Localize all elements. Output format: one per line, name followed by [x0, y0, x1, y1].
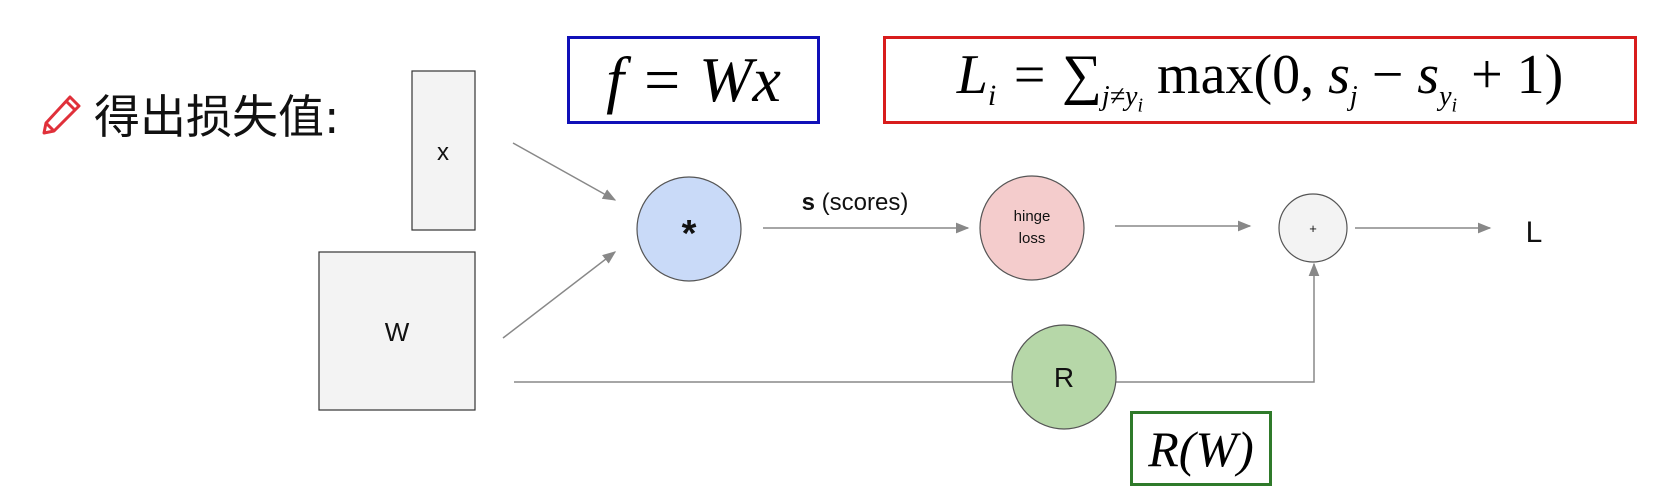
x-label: x [437, 139, 449, 166]
plus-node [1278, 193, 1348, 263]
multiply-label: * [682, 213, 697, 255]
formula-loss-box: Li = ∑j≠yi max(0, sj − syi + 1) [883, 36, 1637, 124]
formula-loss: Li = ∑j≠yi max(0, sj − syi + 1) [956, 43, 1564, 117]
output-L-label: L [1526, 216, 1543, 249]
multiply-node [636, 176, 742, 282]
r-node [1011, 324, 1117, 430]
formula-f-box: f = Wx [567, 36, 820, 124]
edge-w-to-multiply [502, 251, 617, 339]
scores-bold: s [802, 189, 815, 216]
edge-x-to-multiply [512, 142, 617, 201]
scores-text: (scores) [815, 189, 908, 216]
plus-label: + [1309, 221, 1317, 236]
formula-reg: R(W) [1148, 420, 1254, 477]
heading-text: 得出损失值: [94, 90, 340, 144]
formula-f: f = Wx [606, 44, 781, 115]
loss-label: loss [1019, 230, 1046, 247]
scores-label: s (scores) [802, 189, 909, 216]
pencil-icon [42, 95, 81, 135]
hinge-loss-node [979, 175, 1085, 281]
formula-reg-box: R(W) [1130, 411, 1272, 486]
r-label: R [1054, 362, 1074, 393]
heading: 得出损失值: [40, 84, 340, 144]
w-label: W [385, 317, 410, 347]
w-input-box [318, 251, 476, 411]
edge-R-to-plus [1116, 262, 1320, 383]
hinge-label: hinge [1014, 208, 1051, 225]
x-input-box [411, 70, 476, 231]
